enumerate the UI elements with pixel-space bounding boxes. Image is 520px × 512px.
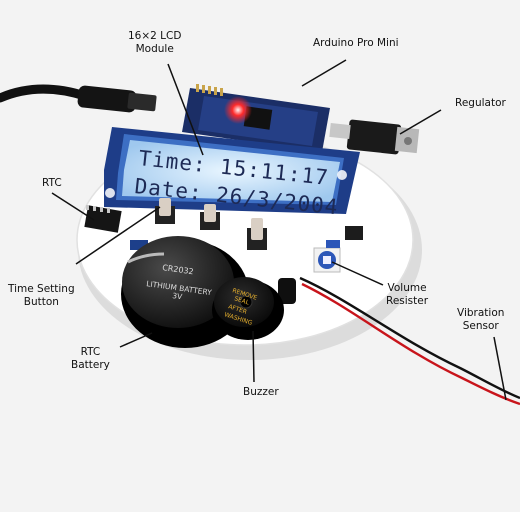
buzzer-line-2: SEAL <box>233 295 250 307</box>
label-time-button-line-1: Time Setting <box>8 283 75 295</box>
battery-line-1: CR2032 <box>162 263 194 276</box>
label-vibration-line-1: Vibration <box>457 307 505 319</box>
label-buzzer: Buzzer <box>243 386 279 398</box>
rtc-chip <box>84 205 122 233</box>
label-rtc-battery-line-1: RTC <box>80 346 101 358</box>
label-rtc-battery: RTC Battery <box>71 346 110 372</box>
label-arduino: Arduino Pro Mini <box>313 37 399 49</box>
label-time-button: Time Setting Button <box>8 283 75 309</box>
arduino-pro-mini <box>182 84 330 152</box>
label-lcd-module-line-1: 16×2 LCD <box>128 30 182 42</box>
regulator <box>329 119 420 155</box>
label-volume-line-2: Resister <box>386 295 429 307</box>
label-rtc-battery-line-2: Battery <box>71 359 110 371</box>
power-cable <box>0 84 157 113</box>
label-time-button-line-2: Button <box>23 296 59 308</box>
label-rtc: RTC <box>42 177 62 189</box>
battery-line-3: 3V <box>172 291 184 301</box>
lcd-module: Time: 15:11:17 Date: 26/3/2004 <box>104 127 360 219</box>
label-lcd-module-line-2: Module <box>135 43 174 55</box>
label-lcd-module: 16×2 LCD Module <box>128 30 181 56</box>
rtc-battery: CR2032 LITHIUM BATTERY 3V <box>121 236 249 348</box>
label-volume-line-1: Volume <box>387 282 427 294</box>
label-vibration-line-2: Sensor <box>462 320 499 332</box>
red-led <box>224 96 252 124</box>
callout-lines <box>51 59 507 401</box>
label-volume: Volume Resister <box>386 282 428 308</box>
time-setting-buttons <box>130 198 267 250</box>
vibration-sensor <box>278 276 520 406</box>
buzzer: REMOVE SEAL AFTER WASHING <box>212 277 284 340</box>
label-regulator: Regulator <box>455 97 506 109</box>
label-vibration: Vibration Sensor <box>457 307 504 333</box>
volume-resistor <box>313 226 363 273</box>
